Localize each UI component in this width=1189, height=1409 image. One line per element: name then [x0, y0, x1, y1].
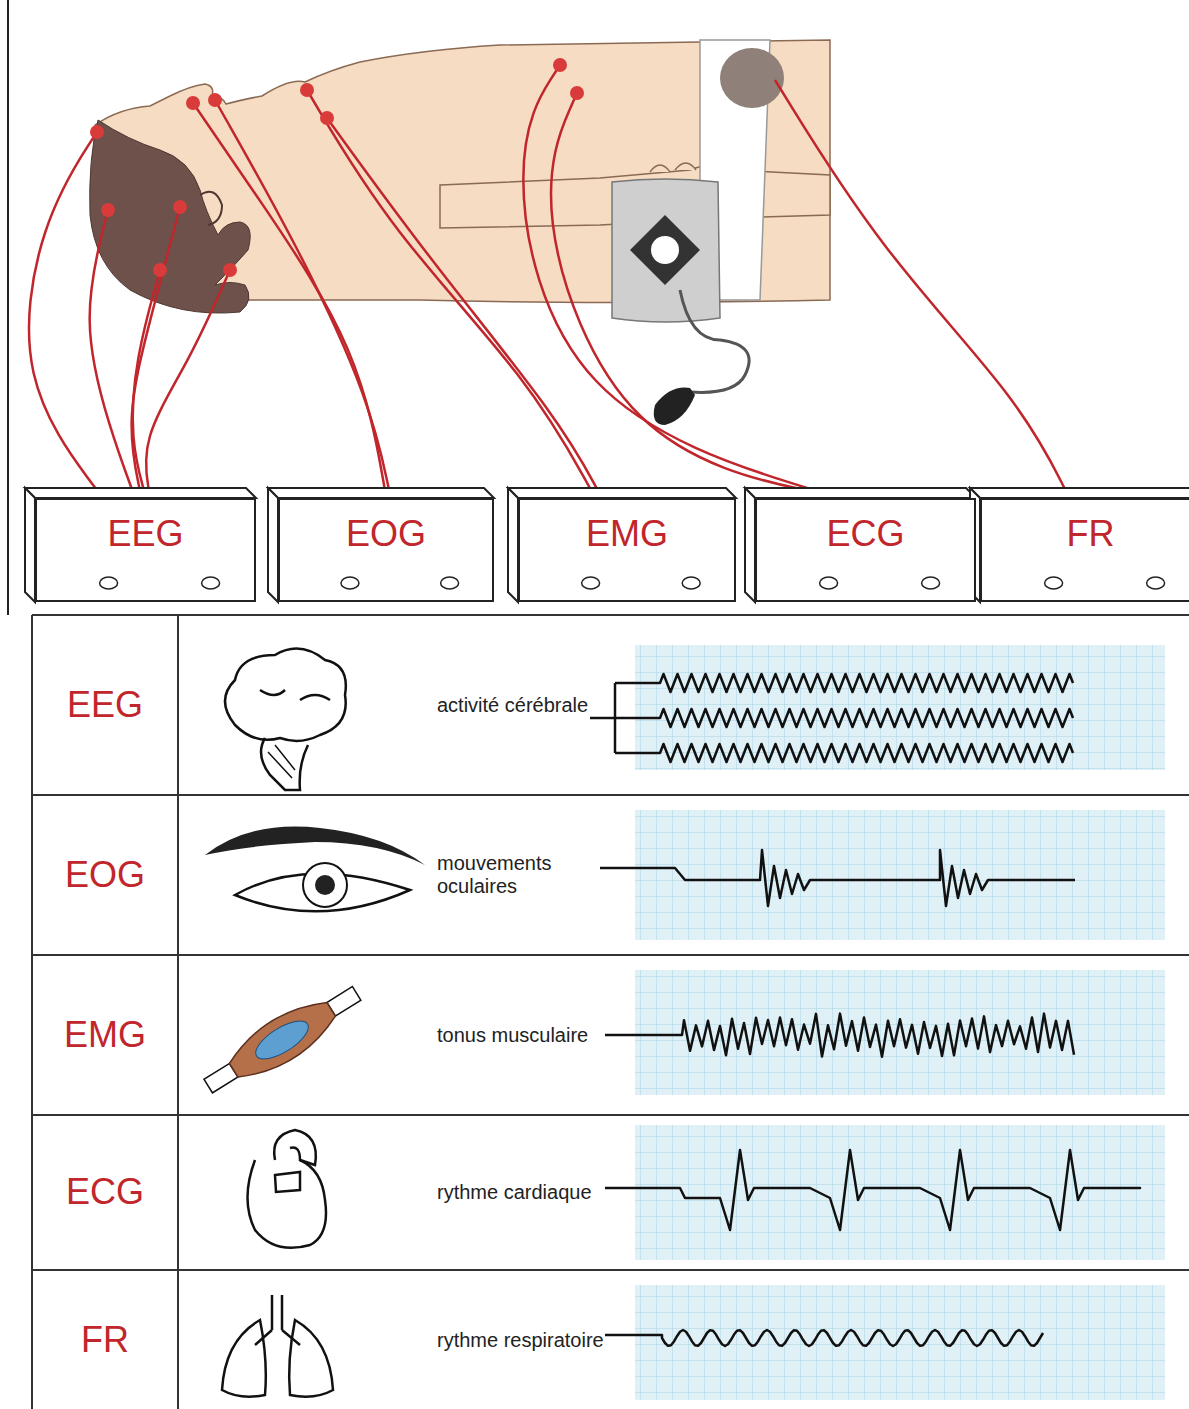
cuff-tube [680, 290, 749, 392]
electrode-wires [29, 58, 1068, 496]
recorder-box: ECG [755, 498, 976, 602]
ear [200, 192, 222, 225]
row-abbreviation: ECG [32, 1172, 178, 1212]
row-abbreviation: FR [32, 1320, 178, 1360]
electrode [153, 263, 167, 277]
cuff-gauge [651, 236, 679, 264]
electrode [101, 203, 115, 217]
trace [615, 744, 1073, 762]
brain-icon [225, 649, 346, 790]
box-label: FR [982, 500, 1189, 554]
trace [615, 709, 1073, 727]
box-side [268, 488, 278, 602]
wire [775, 80, 1068, 496]
hair [90, 120, 251, 313]
trace [605, 1150, 1140, 1230]
box-label: ECG [757, 500, 974, 554]
respiration-sensor [720, 48, 784, 108]
electrode [90, 125, 104, 139]
trace [615, 674, 1073, 692]
recorder-box: EMG [518, 498, 736, 602]
box-label: EOG [280, 500, 492, 554]
muscle-icon [197, 975, 368, 1104]
cuff-bulb [654, 388, 695, 425]
knobs [37, 570, 254, 596]
box-label: EMG [520, 500, 734, 554]
electrode [570, 86, 584, 100]
wire [551, 93, 832, 496]
electrode [173, 200, 187, 214]
row-description: rythme respiratoire [437, 1329, 607, 1352]
box-side [745, 488, 755, 602]
row-abbreviation: EOG [32, 855, 178, 895]
box-top [970, 488, 1189, 498]
box-side [508, 488, 518, 602]
trace [590, 717, 615, 720]
knobs [280, 570, 492, 596]
row-description: mouvements oculaires [437, 852, 607, 898]
trace [605, 1014, 1074, 1057]
cuff-plate [630, 215, 700, 285]
eye-icon [205, 827, 425, 912]
row-abbreviation: EEG [32, 685, 178, 725]
frame-line [7, 0, 9, 615]
row-abbreviation: EMG [32, 1015, 178, 1055]
knobs [982, 570, 1189, 596]
wire [90, 210, 135, 496]
electrode [186, 96, 200, 110]
electrode [223, 263, 237, 277]
box-top [268, 488, 494, 498]
table-lines [32, 615, 1189, 1409]
wire [327, 118, 601, 496]
signal-traces [590, 674, 1140, 1346]
wire [146, 270, 230, 496]
row-description: activité cérébrale [437, 694, 607, 717]
knobs [757, 570, 974, 596]
electrode [300, 83, 314, 97]
heart-icon [248, 1130, 327, 1248]
trace [605, 1330, 1043, 1346]
pressure-cuff [612, 179, 720, 322]
recorder-box: EEG [35, 498, 256, 602]
box-label: EEG [37, 500, 254, 554]
electrode [553, 58, 567, 72]
box-side [25, 488, 35, 602]
wire [523, 65, 832, 496]
recorder-box: FR [980, 498, 1189, 602]
box-top [745, 488, 976, 498]
row-description: tonus musculaire [437, 1024, 607, 1047]
trace [600, 850, 1075, 906]
knobs [520, 570, 734, 596]
box-top [25, 488, 256, 498]
row-description: rythme cardiaque [437, 1181, 607, 1204]
electrode [320, 111, 334, 125]
lungs-icon [222, 1295, 333, 1397]
box-top [508, 488, 736, 498]
wire [215, 100, 390, 496]
wire [132, 207, 180, 496]
electrode [208, 93, 222, 107]
box-faces [25, 488, 1189, 602]
recorder-box: EOG [278, 498, 494, 602]
wire [193, 103, 386, 496]
trace [614, 683, 617, 753]
